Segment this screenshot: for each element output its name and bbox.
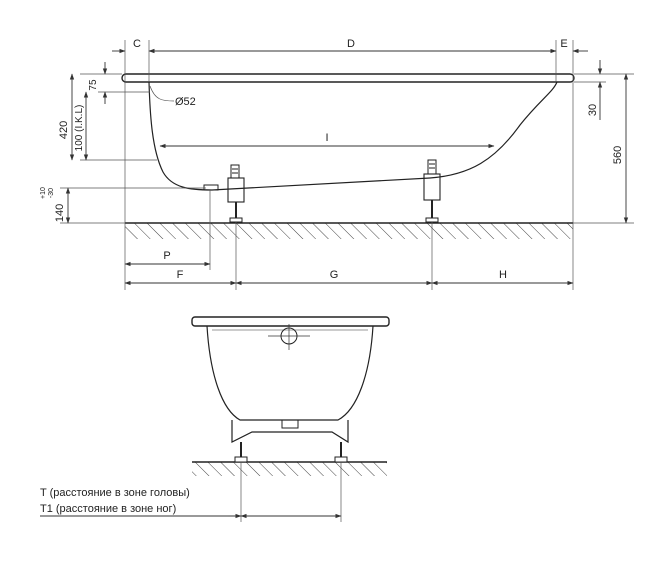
drain-leader xyxy=(149,85,175,102)
front-foot-right xyxy=(334,442,348,463)
label-420: 420 xyxy=(58,121,70,139)
support-foot-left xyxy=(227,164,245,223)
label-c: C xyxy=(133,38,141,50)
label-560: 560 xyxy=(612,146,624,164)
front-support-bracket xyxy=(231,420,349,444)
front-foot-left xyxy=(234,442,248,463)
label-75: 75 xyxy=(88,79,99,91)
label-e: E xyxy=(560,38,567,50)
label-f: F xyxy=(177,269,184,281)
drain-outlet xyxy=(203,184,219,191)
label-p: P xyxy=(163,250,170,262)
legend-t: T (расстояние в зоне головы) xyxy=(40,487,190,499)
front-floor-hatch xyxy=(192,462,387,476)
front-tub-body xyxy=(206,325,374,421)
front-drain-pipe xyxy=(281,420,299,429)
label-drain-diameter: Ø52 xyxy=(175,96,196,108)
tub-body-outline xyxy=(148,81,558,191)
legend-t1: T1 (расстояние в зоне ног) xyxy=(40,503,176,515)
label-tolerance-minus: -30 xyxy=(48,188,55,198)
support-foot-right xyxy=(423,159,441,223)
label-d: D xyxy=(347,38,355,50)
label-tolerance-plus: +10 xyxy=(40,187,47,199)
label-140: 140 xyxy=(54,204,66,222)
label-100: 100 (I.K.L) xyxy=(74,105,85,152)
label-h: H xyxy=(499,269,507,281)
label-30: 30 xyxy=(587,104,599,116)
floor-hatch xyxy=(125,223,573,239)
side-view: C D E P F G H I Ø52 75 420 100 (I.K.L) xyxy=(40,38,634,290)
front-tub-rim xyxy=(191,316,390,327)
front-view: T (расстояние в зоне головы) T1 (расстоя… xyxy=(40,316,390,522)
tub-rim xyxy=(121,73,575,83)
label-i: I xyxy=(325,132,328,144)
label-g: G xyxy=(330,269,339,281)
